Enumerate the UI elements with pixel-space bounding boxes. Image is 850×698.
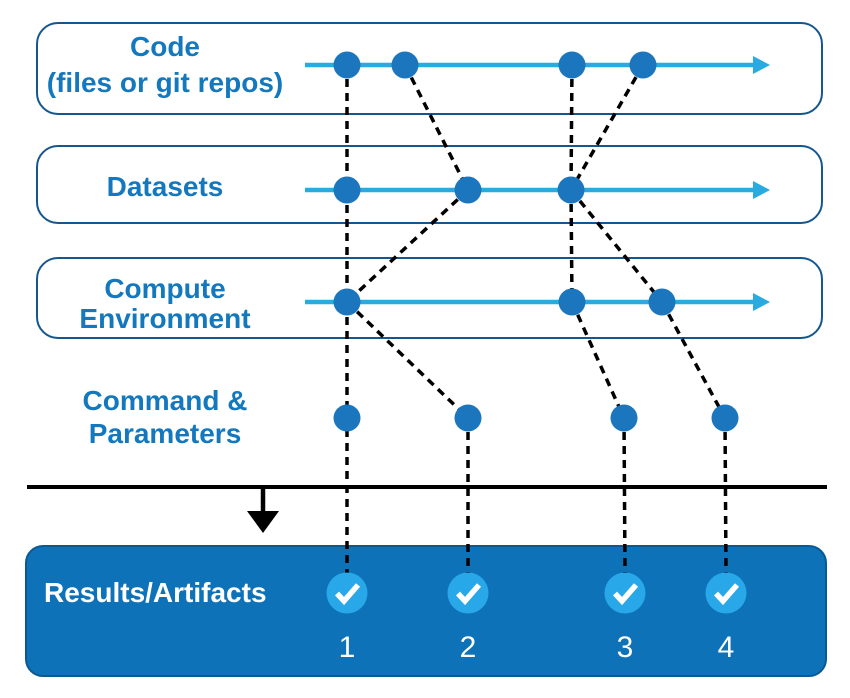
code-lane-box	[36, 22, 823, 115]
commit-dot	[333, 176, 361, 204]
compute-lane-box	[36, 257, 823, 339]
dashed-connector	[570, 301, 626, 419]
results-artifacts-label: Results/Artifacts	[44, 577, 267, 608]
dashed-connector	[723, 417, 728, 574]
label-line: Datasets	[106, 171, 224, 202]
label-line: Environment	[79, 303, 251, 334]
label-line: Compute	[104, 273, 226, 304]
commit-dot	[391, 51, 419, 79]
commit-dot	[610, 404, 638, 432]
label-line: Parameters	[88, 418, 242, 449]
dashed-connector	[569, 64, 645, 191]
run-number: 4	[717, 631, 735, 664]
dashed-connector	[569, 188, 664, 304]
datasets-lane-label: Datasets	[15, 169, 315, 205]
compute-lane-label: Compute Environment	[15, 274, 315, 334]
run-number: 1	[338, 631, 356, 664]
run-number: 2	[459, 631, 477, 664]
label-line: Code	[130, 31, 200, 62]
dashed-connector	[660, 301, 727, 419]
dashed-connector	[569, 64, 574, 191]
dashed-connector	[403, 64, 470, 191]
label-line: Command &	[82, 385, 248, 416]
commit-dot	[333, 288, 361, 316]
commit-dot	[333, 51, 361, 79]
divider-arrow-icon	[247, 511, 279, 533]
code-lane-label: Code (files or git repos)	[15, 29, 315, 101]
check-icon	[326, 572, 368, 614]
commit-dot	[558, 288, 586, 316]
commit-dot	[648, 288, 676, 316]
command-parameters-label: Command & Parameters	[15, 384, 315, 450]
check-icon	[705, 572, 747, 614]
run-number: 3	[616, 631, 634, 664]
check-icon	[604, 572, 646, 614]
commit-dot	[454, 404, 482, 432]
label-line: (files or git repos)	[46, 67, 284, 98]
commit-dot	[454, 176, 482, 204]
commit-dot	[558, 51, 586, 79]
check-circle	[705, 572, 747, 614]
commit-dot	[629, 51, 657, 79]
timeline-arrowhead-icon	[753, 56, 770, 74]
commit-dot	[557, 176, 585, 204]
commit-dot	[711, 404, 739, 432]
results-artifacts-box	[25, 545, 827, 677]
check-icon	[447, 572, 489, 614]
commit-dot	[333, 404, 361, 432]
dashed-connector	[622, 417, 627, 574]
check-circle	[604, 572, 646, 614]
check-circle	[447, 572, 489, 614]
check-circle	[326, 572, 368, 614]
timeline-arrowhead-icon	[753, 181, 770, 199]
dashed-connector	[345, 300, 470, 420]
datasets-lane-box	[36, 145, 823, 224]
dashed-connector	[345, 188, 470, 304]
timeline-arrowhead-icon	[753, 293, 770, 311]
dashed-connector	[569, 189, 574, 303]
